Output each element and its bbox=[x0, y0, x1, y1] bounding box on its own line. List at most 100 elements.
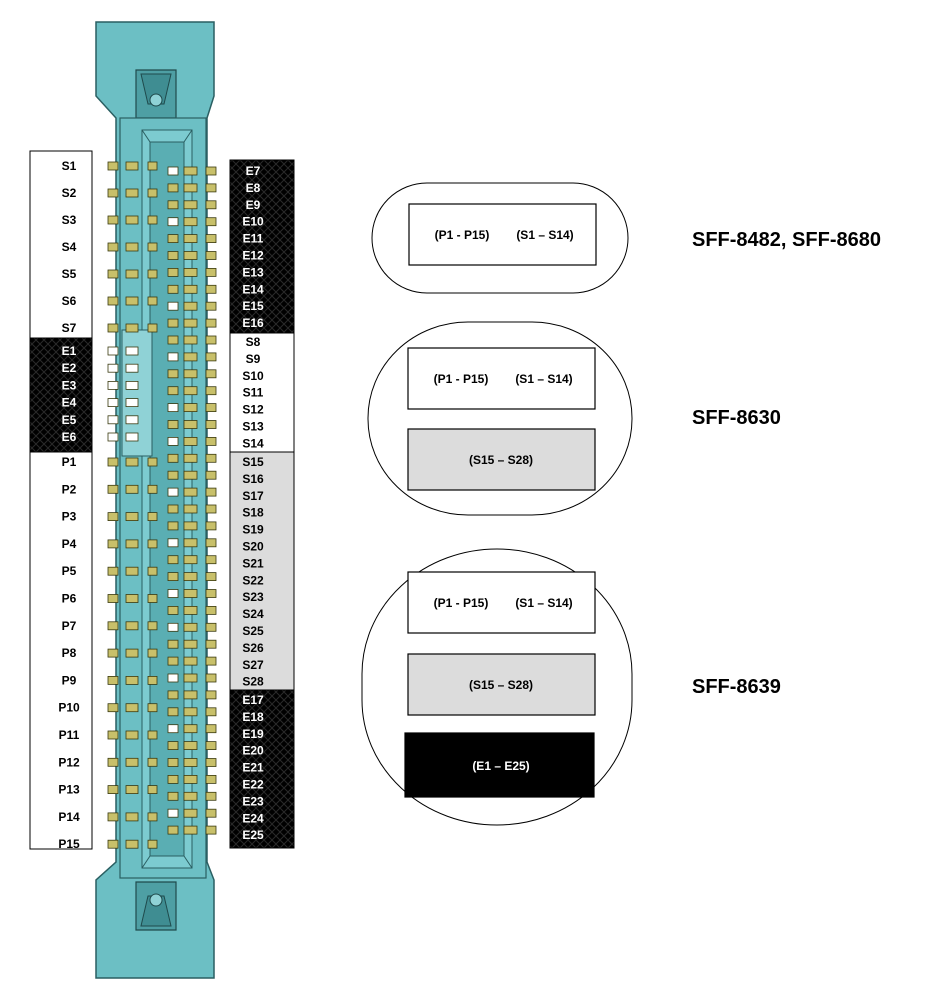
pin-right-tip bbox=[167, 487, 179, 497]
pin-right-tip bbox=[167, 335, 179, 345]
pin-label-e1: E1 bbox=[62, 344, 77, 358]
standard-sff-8630-group: (P1 - P15) (S1 – S14) (S15 – S28) SFF-86… bbox=[367, 321, 781, 516]
pin-left-inner bbox=[125, 296, 139, 306]
pin-left-inner bbox=[125, 757, 139, 767]
pin-right-outer bbox=[205, 707, 217, 717]
pin-left-outer bbox=[107, 812, 119, 822]
left-p-block bbox=[29, 451, 93, 850]
pin-left-tip bbox=[147, 730, 158, 740]
standard-sff-8639-group: (P1 - P15) (S1 – S14) (S15 – S28) (E1 – … bbox=[361, 548, 781, 826]
pin-right-outer bbox=[205, 335, 217, 345]
pin-right-tip bbox=[167, 572, 179, 581]
pin-right-tip bbox=[167, 200, 179, 210]
pin-label-p11: P11 bbox=[59, 728, 80, 742]
pin-right-tip bbox=[167, 234, 179, 244]
pin-right-outer bbox=[205, 656, 217, 666]
pin-right-inner bbox=[183, 453, 198, 463]
pin-right-tip bbox=[167, 436, 179, 446]
pin-label-e4: E4 bbox=[62, 396, 77, 410]
pin-left-outer bbox=[107, 648, 119, 658]
pin-label-s17: S17 bbox=[242, 489, 264, 503]
pin-left-outer bbox=[107, 566, 119, 576]
pin-right-inner bbox=[183, 318, 198, 328]
pin-label-s4: S4 bbox=[62, 240, 77, 254]
pin-label-s3: S3 bbox=[62, 213, 77, 227]
pin-label-p13: P13 bbox=[58, 783, 80, 797]
pin-right-inner bbox=[183, 284, 198, 294]
pin-label-e15: E15 bbox=[242, 299, 264, 313]
pin-right-inner bbox=[183, 234, 198, 244]
pin-label-p6: P6 bbox=[62, 592, 77, 606]
pin-left-outer bbox=[107, 323, 119, 333]
pin-right-outer bbox=[205, 538, 217, 548]
pin-label-s5: S5 bbox=[62, 267, 77, 281]
pin-right-inner bbox=[183, 335, 198, 345]
left-s-block bbox=[29, 150, 93, 339]
pin-left-inner bbox=[125, 161, 139, 171]
pin-right-tip bbox=[167, 369, 179, 379]
pin-right-inner bbox=[183, 589, 198, 598]
sff-8639-p-s-box bbox=[407, 571, 596, 634]
pin-left-inner bbox=[125, 539, 139, 549]
pin-label-s23: S23 bbox=[242, 590, 264, 604]
pin-label-s25: S25 bbox=[242, 624, 264, 638]
pin-left-tip bbox=[147, 785, 158, 794]
pin-label-e7: E7 bbox=[246, 164, 261, 178]
pin-label-e2: E2 bbox=[62, 361, 77, 375]
pin-right-inner bbox=[183, 673, 198, 683]
pin-left-inner bbox=[125, 594, 139, 603]
pin-right-inner bbox=[183, 538, 198, 548]
pin-left-outer bbox=[107, 269, 119, 279]
pin-right-outer bbox=[205, 808, 217, 818]
pin-right-tip bbox=[167, 284, 179, 294]
pin-right-inner bbox=[183, 521, 198, 531]
pin-left-tip bbox=[147, 296, 158, 306]
pin-label-p9: P9 bbox=[62, 673, 77, 687]
sff-8630-s15-s28-box bbox=[407, 428, 596, 491]
pin-label-e25: E25 bbox=[242, 828, 264, 842]
pin-right-tip bbox=[167, 420, 179, 429]
pin-label-s26: S26 bbox=[242, 641, 264, 655]
right-s-lower-block bbox=[229, 451, 295, 691]
pin-label-s13: S13 bbox=[242, 420, 264, 434]
pin-label-s24: S24 bbox=[242, 607, 264, 621]
pin-right-tip bbox=[167, 808, 179, 818]
pin-right-outer bbox=[205, 217, 217, 227]
pin-label-p5: P5 bbox=[62, 564, 77, 578]
pin-right-tip bbox=[167, 741, 179, 750]
pin-right-outer bbox=[205, 251, 217, 260]
pin-left-inner bbox=[125, 323, 139, 333]
pin-left-tip bbox=[147, 269, 158, 279]
pin-right-outer bbox=[205, 267, 217, 277]
pin-left-inner bbox=[125, 484, 139, 494]
pin-label-e11: E11 bbox=[243, 232, 264, 246]
pin-label-s22: S22 bbox=[242, 573, 264, 587]
pin-left-outer bbox=[107, 432, 119, 442]
pin-right-inner bbox=[183, 183, 198, 193]
pin-left-outer bbox=[107, 398, 119, 408]
pin-right-tip bbox=[167, 724, 179, 734]
pin-label-p1: P1 bbox=[62, 455, 77, 469]
pin-label-e8: E8 bbox=[246, 181, 261, 195]
pin-right-tip bbox=[167, 538, 179, 548]
pin-label-e3: E3 bbox=[62, 378, 77, 392]
sff-8630-title: SFF-8630 bbox=[692, 407, 781, 429]
pin-right-outer bbox=[205, 234, 217, 244]
pin-right-tip bbox=[167, 555, 179, 565]
pin-label-e10: E10 bbox=[242, 215, 264, 229]
pin-right-outer bbox=[205, 572, 217, 581]
pin-right-inner bbox=[183, 639, 198, 649]
pin-right-outer bbox=[205, 521, 217, 531]
right-e-bottom-block bbox=[229, 689, 295, 849]
pin-right-tip bbox=[167, 183, 179, 193]
pin-left-tip bbox=[147, 566, 158, 576]
pin-right-tip bbox=[167, 775, 179, 784]
sff-8639-s-range: (S1 – S14) bbox=[515, 596, 572, 610]
pin-label-s15: S15 bbox=[242, 455, 264, 469]
pin-right-outer bbox=[205, 386, 217, 396]
pin-right-tip bbox=[167, 825, 179, 835]
pin-right-outer bbox=[205, 589, 217, 598]
pin-right-inner bbox=[183, 775, 198, 784]
pin-left-outer bbox=[107, 380, 119, 390]
pin-left-inner bbox=[125, 621, 139, 631]
